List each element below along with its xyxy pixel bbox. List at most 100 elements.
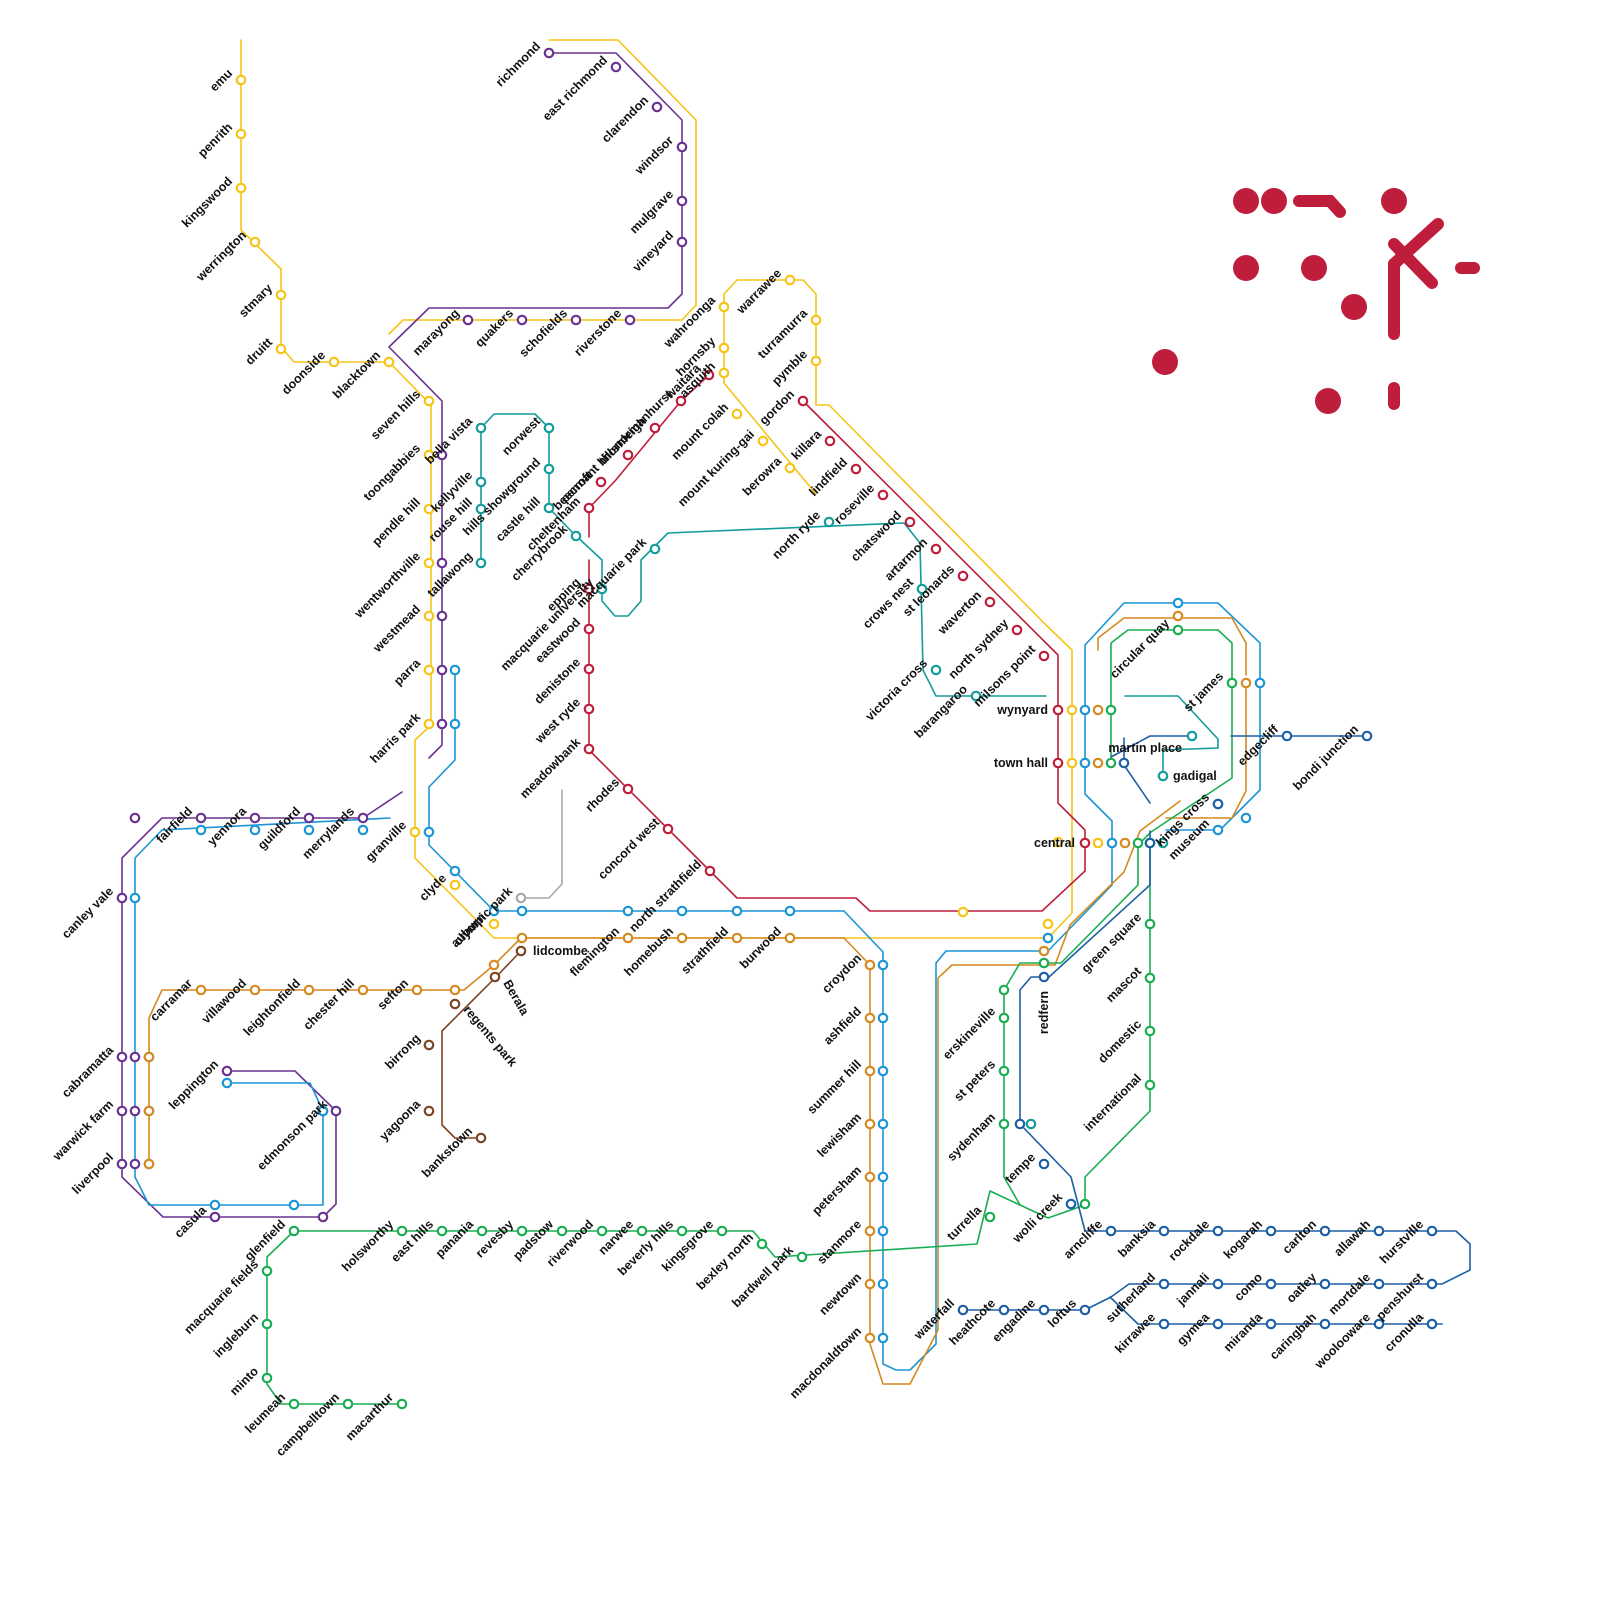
station-flemington[interactable]: [624, 934, 632, 942]
station-richmond[interactable]: [545, 49, 553, 57]
station-leumeah[interactable]: [290, 1400, 298, 1408]
station-kings-cross[interactable]: [1214, 800, 1222, 808]
station-newtown[interactable]: [866, 1280, 874, 1288]
station-cabramatta[interactable]: [118, 1053, 126, 1061]
station-campbelltown[interactable]: [344, 1400, 352, 1408]
station-marker[interactable]: [131, 1107, 139, 1115]
station-gordon[interactable]: [799, 397, 807, 405]
station-kingsgrove[interactable]: [718, 1227, 726, 1235]
station-engadine[interactable]: [1040, 1306, 1048, 1314]
station-warrawee[interactable]: [786, 276, 794, 284]
station-macdonaldtown[interactable]: [866, 1334, 874, 1342]
station-marker[interactable]: [1256, 679, 1264, 687]
station-west-ryde[interactable]: [585, 705, 593, 713]
station-warwick-farm[interactable]: [118, 1107, 126, 1115]
station-artarmon[interactable]: [932, 545, 940, 553]
station-marker[interactable]: [1068, 706, 1076, 714]
station-waterfall[interactable]: [959, 1306, 967, 1314]
station-circular-quay[interactable]: [1174, 626, 1182, 634]
station-blacktown[interactable]: [385, 358, 393, 366]
station-berowra[interactable]: [786, 464, 794, 472]
station-padstow[interactable]: [558, 1227, 566, 1235]
station-mulgrave[interactable]: [678, 197, 686, 205]
station-bankstown[interactable]: [477, 1134, 485, 1142]
station-yennora[interactable]: [251, 814, 259, 822]
station-ashfield[interactable]: [866, 1014, 874, 1022]
station-marker[interactable]: [1000, 986, 1008, 994]
station-bexley-north[interactable]: [758, 1240, 766, 1248]
station-kellyville[interactable]: [477, 478, 485, 486]
station-lewisham[interactable]: [866, 1120, 874, 1128]
station-marker[interactable]: [1094, 759, 1102, 767]
station-casula[interactable]: [211, 1213, 219, 1221]
station-marker[interactable]: [518, 934, 526, 942]
station-marker[interactable]: [145, 1053, 153, 1061]
station-guildford[interactable]: [305, 814, 313, 822]
station-marker[interactable]: [879, 961, 887, 969]
station-marker[interactable]: [879, 1067, 887, 1075]
station-doonside[interactable]: [330, 358, 338, 366]
station-olympic-park[interactable]: [517, 894, 525, 902]
station-marker[interactable]: [197, 826, 205, 834]
station-narwee[interactable]: [638, 1227, 646, 1235]
station-roseville[interactable]: [879, 491, 887, 499]
station-banksia[interactable]: [1160, 1227, 1168, 1235]
station-marker[interactable]: [490, 961, 498, 969]
station-bardwell-park[interactable]: [798, 1253, 806, 1261]
station-petersham[interactable]: [866, 1173, 874, 1181]
station-carlton[interactable]: [1321, 1227, 1329, 1235]
station-north-strathfield[interactable]: [706, 867, 714, 875]
station-westmead[interactable]: [425, 612, 433, 620]
station-sefton[interactable]: [413, 986, 421, 994]
station-marker[interactable]: [319, 1213, 327, 1221]
station-strathfield[interactable]: [733, 934, 741, 942]
station-marker[interactable]: [451, 986, 459, 994]
station-marker[interactable]: [1040, 947, 1048, 955]
station-concord-west[interactable]: [664, 825, 672, 833]
station-wentworthville[interactable]: [425, 559, 433, 567]
station-eastwood[interactable]: [585, 625, 593, 633]
station-marker[interactable]: [451, 867, 459, 875]
station-panania[interactable]: [478, 1227, 486, 1235]
station-marker[interactable]: [131, 814, 139, 822]
station-victoria-cross[interactable]: [932, 666, 940, 674]
station-clyde[interactable]: [451, 881, 459, 889]
station-heathcote[interactable]: [1000, 1306, 1008, 1314]
station-fairfield[interactable]: [197, 814, 205, 822]
station-homebush[interactable]: [678, 934, 686, 942]
station-marker[interactable]: [1108, 839, 1116, 847]
station-north-sydney[interactable]: [1013, 626, 1021, 634]
station-chester-hill[interactable]: [359, 986, 367, 994]
station-yagoona[interactable]: [425, 1107, 433, 1115]
station-cherrybrook[interactable]: [572, 532, 580, 540]
station-marker[interactable]: [145, 1107, 153, 1115]
station-marker[interactable]: [290, 1201, 298, 1209]
station-marker[interactable]: [1081, 759, 1089, 767]
station-marker[interactable]: [959, 908, 967, 916]
station-stanmore[interactable]: [866, 1227, 874, 1235]
station-beverly-hills[interactable]: [678, 1227, 686, 1235]
station-marker[interactable]: [518, 907, 526, 915]
station-asquith[interactable]: [720, 369, 728, 377]
station-marker[interactable]: [1174, 599, 1182, 607]
station-erskineville[interactable]: [1000, 1014, 1008, 1022]
station-druitt[interactable]: [277, 345, 285, 353]
station-rockdale[interactable]: [1214, 1227, 1222, 1235]
station-marker[interactable]: [1120, 759, 1128, 767]
station-beecroft[interactable]: [597, 478, 605, 486]
station-st-peters[interactable]: [1000, 1067, 1008, 1075]
station-marker[interactable]: [438, 720, 446, 728]
station-marker[interactable]: [1107, 706, 1115, 714]
station-parra[interactable]: [425, 666, 433, 674]
station-marker[interactable]: [251, 826, 259, 834]
station-turrella[interactable]: [986, 1213, 994, 1221]
station-sutherland[interactable]: [1160, 1280, 1168, 1288]
station-east-hills[interactable]: [438, 1227, 446, 1235]
station-marker[interactable]: [1242, 679, 1250, 687]
station-hurstville[interactable]: [1428, 1227, 1436, 1235]
station-lidcombe[interactable]: [517, 947, 525, 955]
station-werrington[interactable]: [251, 238, 259, 246]
station-quakers[interactable]: [518, 316, 526, 324]
station-windsor[interactable]: [678, 143, 686, 151]
station-marker[interactable]: [1044, 920, 1052, 928]
